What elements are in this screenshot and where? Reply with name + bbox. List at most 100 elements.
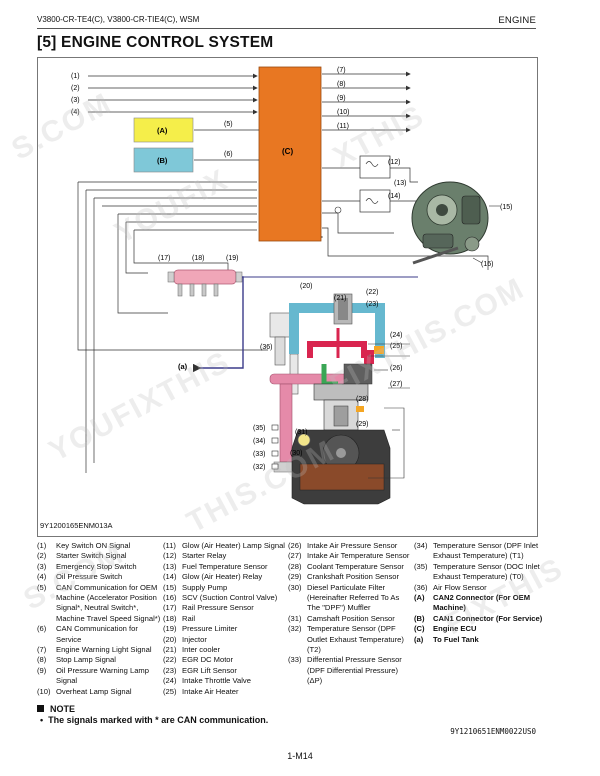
callout-11: (11) — [337, 123, 349, 130]
callout-4: (4) — [71, 109, 80, 116]
page-title: [5] ENGINE CONTROL SYSTEM — [37, 34, 274, 51]
callout-8: (8) — [337, 81, 346, 88]
legend-item: (24) Intake Throttle Valve — [163, 676, 288, 686]
legend-column-4: (34)Temperature Sensor (DPF Inlet Exhaus… — [414, 541, 544, 645]
legend-item: (26) Intake Air Pressure Sensor — [288, 541, 414, 551]
can1-connector-box — [133, 147, 194, 173]
note-square-icon — [37, 705, 44, 712]
legend-item: (36)Air Flow Sensor — [414, 583, 544, 593]
legend-value: Oil Pressure Switch — [56, 572, 123, 582]
legend-column-1: (1)Key Switch ON Signal(2)Starter Switch… — [37, 541, 163, 697]
legend-item: (13)Fuel Temperature Sensor — [163, 562, 288, 572]
input-signal-lines — [88, 73, 258, 115]
legend-key: (23) — [163, 665, 177, 675]
label-ecu: (C) — [282, 147, 293, 156]
diagram-id: 9Y1200165ENM013A — [40, 521, 113, 530]
legend-key: (19) — [163, 624, 177, 634]
legend-item: (34)Temperature Sensor (DPF Inlet Exhaus… — [414, 541, 544, 562]
legend-key: (30) — [288, 582, 302, 592]
legend-value: Glow (Air Heater) Relay — [182, 572, 263, 582]
output-signal-lines — [322, 71, 411, 133]
legend-key: (33) — [288, 655, 302, 665]
legend-item: (1)Key Switch ON Signal — [37, 541, 163, 551]
legend-key: (32) — [288, 624, 302, 634]
label-box-a: (A) — [157, 126, 168, 135]
legend-item: (21)Inter cooler — [163, 645, 288, 655]
rail-fuel-line — [200, 276, 244, 369]
label-box-b: (B) — [157, 156, 168, 165]
legend-key: (2) — [37, 551, 47, 561]
legend-value: Intake Throttle Valve — [182, 676, 251, 686]
legend-item: (20)Injector — [163, 635, 288, 645]
callout-23: (23) — [366, 301, 378, 308]
legend-value: Diesel Particulate Filter (Hereinafter R… — [307, 582, 400, 613]
callout-34: (34) — [253, 438, 265, 445]
callout-28: (28) — [356, 396, 368, 403]
sensor-input-lines — [77, 181, 268, 473]
callout-13: (13) — [394, 180, 406, 187]
legend-item: (2)Starter Switch Signal — [37, 551, 163, 561]
legend-item: (14) Glow (Air Heater) Relay — [163, 572, 288, 582]
legend-key: (17) — [163, 603, 177, 613]
glow-plug-symbol — [334, 206, 342, 214]
legend-key: (35) — [414, 561, 428, 571]
reference-code: 9Y1210651ENM0022US0 — [450, 727, 536, 736]
legend-value: SCV (Suction Control Valve) — [182, 593, 278, 603]
legend-key: (7) — [37, 645, 47, 655]
callout-29: (29) — [356, 421, 368, 428]
callout-14: (14) — [388, 193, 400, 200]
legend-key: (24) — [163, 676, 177, 686]
legend-key: (36) — [414, 582, 428, 592]
page-number: 1-M14 — [287, 751, 313, 761]
legend-key: (14) — [163, 572, 177, 582]
legend-key: (28) — [288, 561, 302, 571]
legend-key: (26) — [288, 541, 302, 550]
callout-27: (27) — [390, 381, 402, 388]
callout-36: (36) — [260, 344, 272, 351]
legend-value: Intake Air Pressure Sensor — [307, 541, 398, 550]
callout-19: (19) — [226, 255, 238, 262]
legend-key: (27) — [288, 551, 302, 561]
legend-item: (10)Overheat Lamp Signal — [37, 687, 163, 697]
legend-key: (20) — [163, 634, 177, 644]
callout-22: (22) — [366, 289, 378, 296]
legend-key: (29) — [288, 572, 302, 582]
legend-value: Intake Air Heater — [182, 686, 239, 696]
legend-value: Pressure Limiter — [182, 624, 238, 634]
callout-2: (2) — [71, 85, 80, 92]
callout-1: (1) — [71, 73, 80, 80]
engine-block — [291, 383, 391, 505]
legend-item: (27)Intake Air Temperature Sensor — [288, 551, 414, 561]
legend-item: (6)CAN Communication for Service — [37, 624, 163, 645]
callout-33: (33) — [253, 451, 265, 458]
callout-12: (12) — [388, 159, 400, 166]
legend-item: (3)Emergency Stop Switch — [37, 562, 163, 572]
legend-key: (31) — [288, 613, 302, 623]
callout-17: (17) — [158, 255, 170, 262]
note-text: The signals marked with * are CAN commun… — [48, 715, 269, 725]
callout-25: (25) — [390, 343, 402, 350]
callout-9: (9) — [337, 95, 346, 102]
legend-value: CAN1 Connector (For Service) — [433, 613, 543, 623]
legend-column-3: (26) Intake Air Pressure Sensor(27)Intake… — [288, 541, 414, 687]
legend-value: EGR Lift Sensor — [182, 665, 237, 675]
legend-item: (31) Camshaft Position Sensor — [288, 614, 414, 624]
note-heading: NOTE — [37, 704, 75, 714]
legend-value: Engine ECU — [433, 624, 477, 634]
legend-key: (6) — [37, 624, 47, 634]
legend-key: (21) — [163, 645, 177, 655]
legend-value: Key Switch ON Signal — [56, 541, 131, 550]
callout-3: (3) — [71, 97, 80, 104]
callout-32: (32) — [253, 464, 265, 471]
legend-item: (A)CAN2 Connector (For OEM Machine) — [414, 593, 544, 614]
legend-item: (25)Intake Air Heater — [163, 687, 288, 697]
legend-value: Camshaft Position Sensor — [307, 613, 395, 623]
header-section: ENGINE — [498, 15, 536, 26]
callout-31: (31) — [295, 429, 307, 436]
legend-key: (22) — [163, 655, 177, 665]
legend-key: (34) — [414, 541, 428, 550]
legend-value: Overheat Lamp Signal — [56, 686, 132, 696]
dpf-sensor-markers — [271, 424, 279, 470]
legend-value: CAN Communication for OEM Machine (Accel… — [56, 582, 161, 623]
legend-item: (29)Crankshaft Position Sensor — [288, 572, 414, 582]
